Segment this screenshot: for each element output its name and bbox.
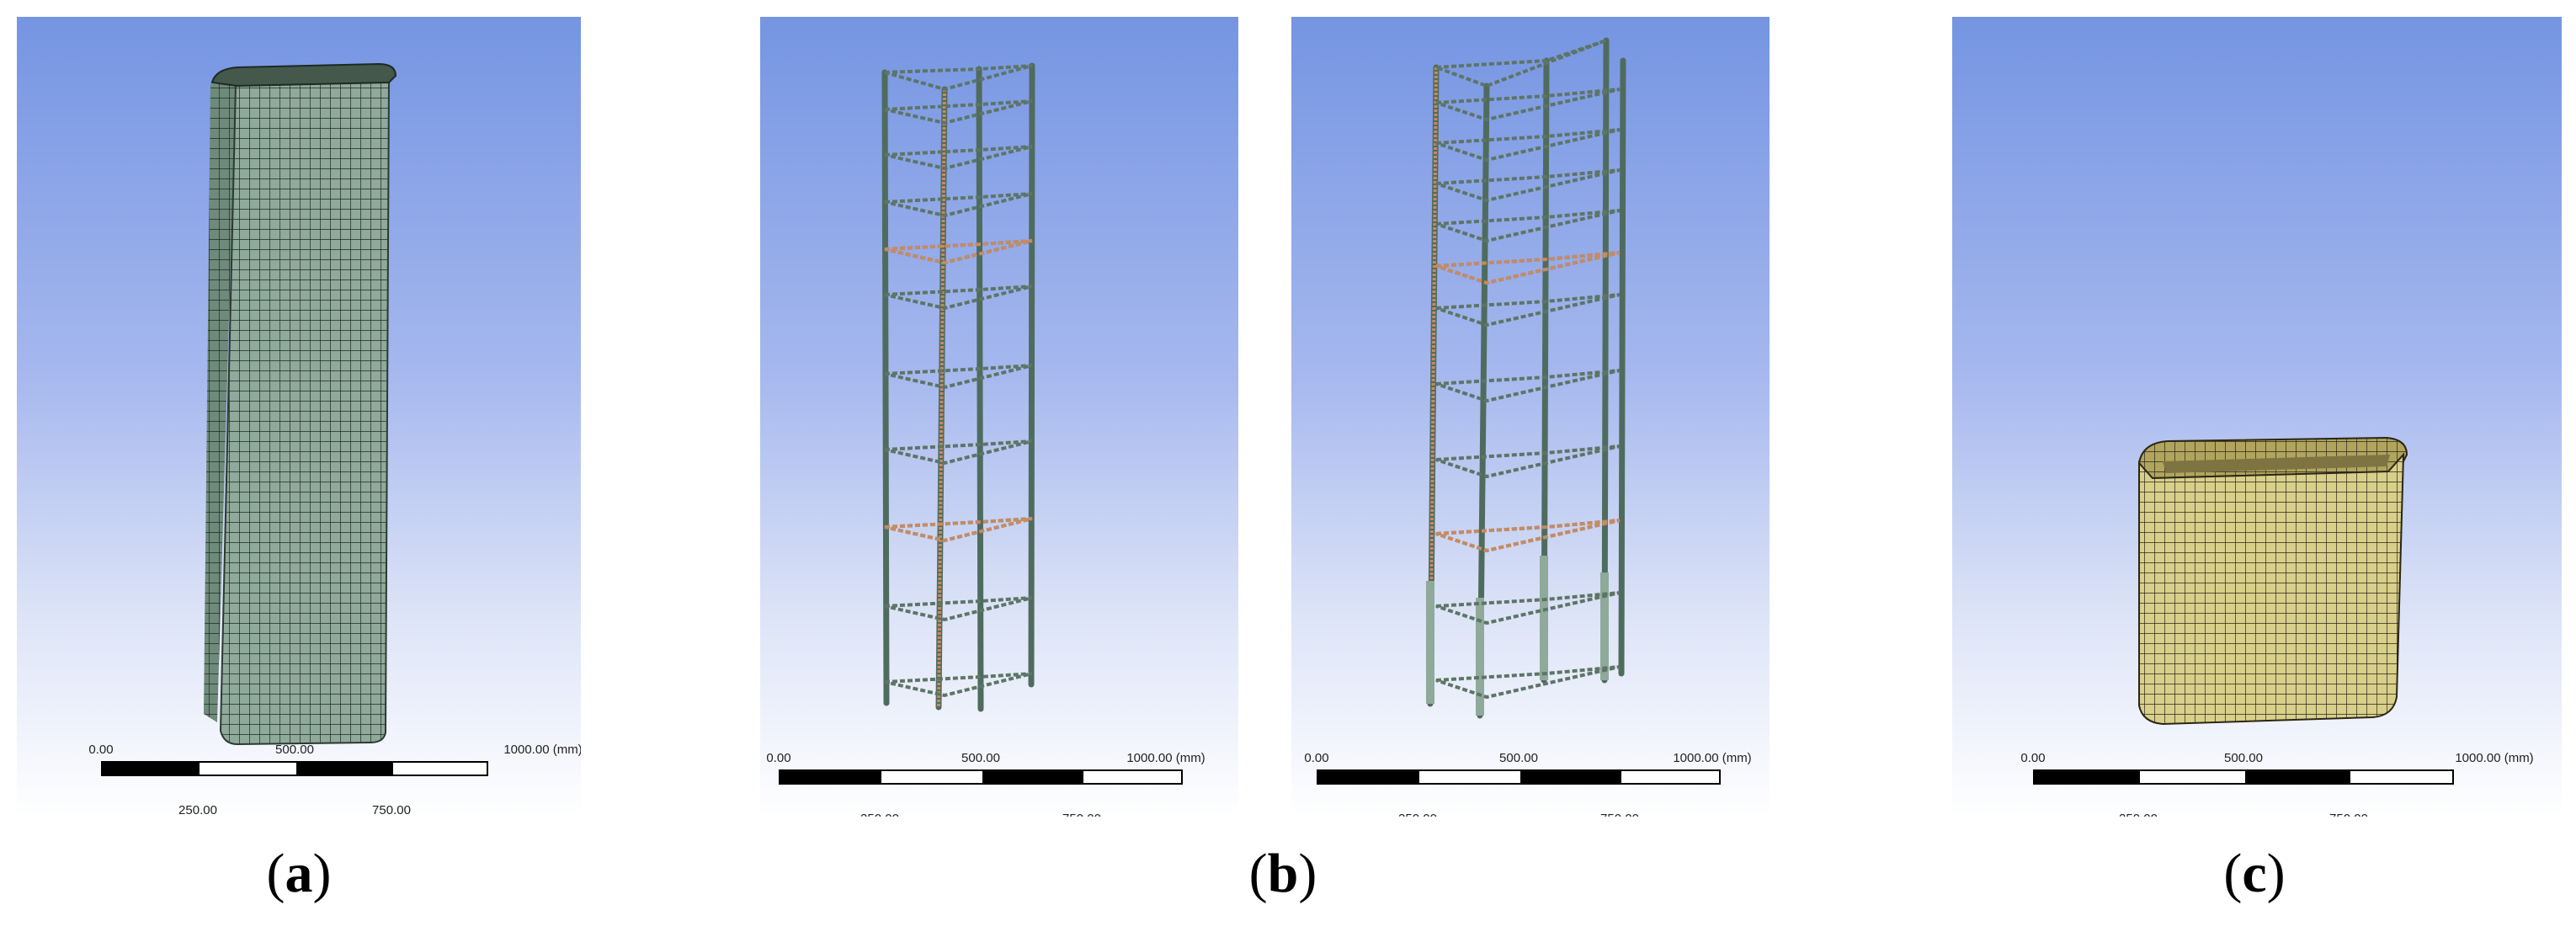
tick-250: 250.00 [2119, 812, 2158, 817]
tick-1000-mm: 1000.00 (mm) [2455, 751, 2534, 765]
stirrups [1435, 39, 1621, 700]
tick-750: 750.00 [372, 803, 411, 817]
column-side-face [204, 84, 236, 722]
column-top-face [210, 62, 397, 88]
column-front-face [219, 67, 391, 746]
tick-0: 0.00 [1304, 751, 1329, 765]
panel-b-rebar-cage-left: 0.00 500.00 1000.00 (mm) 250.00 750.00 [760, 17, 1238, 817]
scale-bar-graphic [101, 761, 488, 776]
caption-a: (a) [266, 843, 332, 904]
tick-0: 0.00 [88, 743, 114, 757]
tick-500: 500.00 [275, 743, 314, 757]
tick-750: 750.00 [2329, 812, 2368, 817]
tick-500: 500.00 [961, 751, 1000, 765]
caption-c: (c) [2223, 843, 2286, 904]
panel-c-sleeve-mesh: 0.00 500.00 1000.00 (mm) 250.00 750.00 [1952, 17, 2562, 817]
sleeve-mesh-model [2137, 436, 2408, 726]
sleeve-inner-opening [2163, 455, 2390, 473]
stirrups-orange [1435, 251, 1621, 553]
scale-bar-b2: 0.00 500.00 1000.00 (mm) 250.00 750.00 [1304, 751, 1751, 817]
tick-750: 750.00 [1062, 812, 1101, 817]
tick-1000-mm: 1000.00 (mm) [1126, 751, 1206, 765]
scale-bar-c: 0.00 500.00 1000.00 (mm) 250.00 750.00 [2020, 751, 2533, 817]
scale-bar-graphic [2033, 769, 2454, 785]
tick-250: 250.00 [1398, 812, 1437, 817]
rebar-cage-model-1 [881, 62, 1035, 712]
stirrups-orange [884, 239, 1033, 543]
panel-a-column-mesh: 0.00 500.00 1000.00 (mm) 250.00 750.00 [17, 17, 581, 817]
tick-0: 0.00 [766, 751, 791, 765]
tick-1000-mm: 1000.00 (mm) [1673, 751, 1752, 765]
tick-500: 500.00 [1499, 751, 1538, 765]
scale-bar-b1: 0.00 500.00 1000.00 (mm) 250.00 750.00 [766, 751, 1205, 817]
tick-1000-mm: 1000.00 (mm) [503, 743, 581, 757]
sleeve-front-face [2138, 452, 2405, 726]
stirrups [884, 64, 1033, 698]
panel-b-rebar-cage-right: 0.00 500.00 1000.00 (mm) 250.00 750.00 [1291, 17, 1770, 817]
tick-250: 250.00 [860, 812, 899, 817]
scale-bar-graphic [779, 769, 1183, 785]
tick-0: 0.00 [2020, 751, 2046, 765]
tick-750: 750.00 [1600, 812, 1639, 817]
tick-500: 500.00 [2224, 751, 2263, 765]
column-mesh-model [204, 62, 397, 746]
caption-b: (b) [1248, 843, 1317, 904]
tick-250: 250.00 [178, 803, 217, 817]
rebar-cage-model-2 [1426, 37, 1626, 719]
scale-bar-graphic [1317, 769, 1721, 785]
scale-bar-a: 0.00 500.00 1000.00 (mm) 250.00 750.00 [88, 743, 581, 817]
